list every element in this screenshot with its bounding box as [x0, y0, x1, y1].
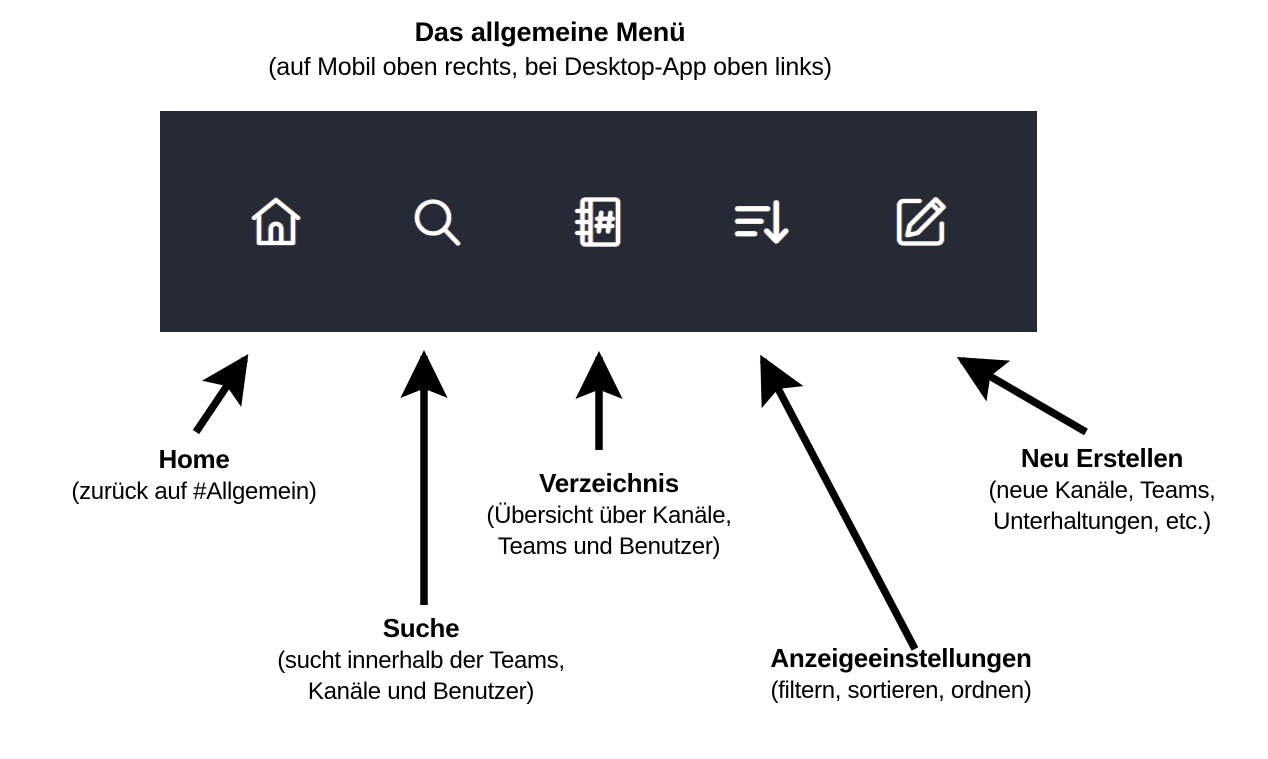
callout-home-desc: (zurück auf #Allgemein) [0, 477, 394, 507]
directory-button[interactable] [561, 184, 637, 260]
callout-neu-erstellen-desc: (neue Kanäle, Teams, Unterhaltungen, etc… [936, 476, 1268, 537]
callout-suche-desc: (sucht innerhalb der Teams, Kanäle und B… [186, 646, 656, 707]
callout-verzeichnis-title: Verzeichnis [539, 468, 679, 498]
arrow-home [192, 354, 249, 435]
page-subtitle: (auf Mobil oben rechts, bei Desktop-App … [268, 53, 832, 82]
callout-home-desc-line-1: (zurück auf #Allgemein) [71, 478, 317, 506]
callout-suche: Suche (sucht innerhalb der Teams, Kanäle… [186, 613, 656, 707]
directory-icon [569, 192, 629, 252]
callout-anzeigeeinstellungen-title: Anzeigeeinstellungen [770, 643, 1032, 673]
callout-verzeichnis-desc-line-1: (Übersicht über Kanäle, [486, 502, 732, 530]
callout-anzeigeeinstellungen-desc: (filtern, sortieren, ordnen) [700, 676, 1102, 706]
home-icon [246, 192, 306, 252]
callout-suche-desc-line-1: (sucht innerhalb der Teams, [277, 647, 565, 675]
callout-neu-erstellen-title: Neu Erstellen [1020, 443, 1184, 473]
callout-verzeichnis-desc-line-2: Teams und Benutzer) [497, 532, 721, 560]
create-new-button[interactable] [883, 184, 959, 260]
arrow-neu-erstellen [956, 356, 1088, 436]
callout-home-title: Home [158, 444, 230, 474]
callout-neu-erstellen-desc-line-1: (neue Kanäle, Teams, [988, 477, 1216, 505]
main-menu-toolbar [160, 111, 1037, 332]
figure-header: Das allgemeine Menü (auf Mobil oben rech… [0, 16, 1100, 83]
display-settings-button[interactable] [722, 184, 798, 260]
compose-icon [891, 192, 951, 252]
callout-suche-title: Suche [382, 613, 460, 643]
callout-home: Home (zurück auf #Allgemein) [0, 444, 394, 508]
callout-anzeigeeinstellungen: Anzeigeeinstellungen (filtern, sortieren… [700, 643, 1102, 707]
page-title: Das allgemeine Menü [414, 17, 686, 47]
search-icon [407, 192, 467, 252]
callout-verzeichnis: Verzeichnis (Übersicht über Kanäle, Team… [402, 468, 816, 562]
sort-down-icon [730, 192, 790, 252]
callout-anzeigeeinstellungen-desc-line-1: (filtern, sortieren, ordnen) [770, 677, 1032, 705]
callout-verzeichnis-desc: (Übersicht über Kanäle, Teams und Benutz… [402, 501, 816, 562]
callout-neu-erstellen: Neu Erstellen (neue Kanäle, Teams, Unter… [936, 443, 1268, 537]
home-button[interactable] [238, 184, 314, 260]
callout-suche-desc-line-2: Kanäle und Benutzer) [307, 677, 535, 705]
callout-neu-erstellen-desc-line-2: Unterhaltungen, etc.) [993, 507, 1211, 535]
search-button[interactable] [399, 184, 475, 260]
